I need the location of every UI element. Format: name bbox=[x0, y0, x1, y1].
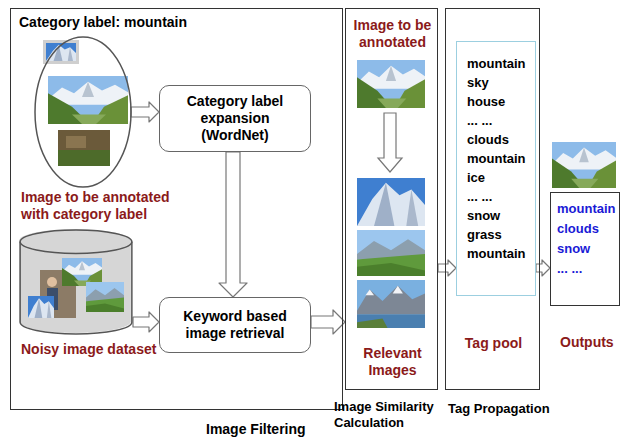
output-tag: snow bbox=[557, 239, 615, 259]
ellipse-outline bbox=[35, 37, 131, 187]
query-photo bbox=[357, 60, 425, 108]
stage-title: Image Filtering bbox=[206, 421, 356, 438]
tag-word: mountain bbox=[467, 149, 529, 168]
tag-word: mountain bbox=[467, 244, 529, 263]
output-tag: clouds bbox=[557, 219, 615, 239]
tag-word: grass bbox=[467, 225, 529, 244]
hollow-arrow bbox=[536, 260, 550, 276]
query-image-ellipse: Image to be annotated with category labe… bbox=[35, 37, 131, 187]
process-box: Keyword based image retrieval bbox=[159, 297, 311, 353]
cylinder-fill bbox=[19, 229, 131, 333]
hollow-arrow bbox=[311, 310, 345, 334]
hollow-arrow bbox=[131, 102, 159, 122]
output-tag: mountain bbox=[557, 199, 615, 219]
photo-grass bbox=[58, 150, 110, 166]
relevant-photo bbox=[357, 280, 425, 328]
hollow-arrow bbox=[438, 260, 456, 276]
process-text: Category label expansion (WordNet) bbox=[168, 93, 302, 143]
process-text: Keyword based image retrieval bbox=[168, 308, 302, 342]
image-caption: Relevant Images bbox=[349, 345, 436, 379]
tag-word: sky bbox=[467, 73, 529, 92]
tag-word: snow bbox=[467, 206, 529, 225]
stage-title: Image Similarity Calculation bbox=[334, 399, 452, 430]
relevant-photo bbox=[357, 230, 425, 276]
stage-panel: Tag poolTag Propagationmountainskyhouse.… bbox=[445, 8, 540, 390]
cylinder-border bbox=[20, 230, 132, 334]
database-caption: Noisy image dataset bbox=[21, 341, 181, 358]
output-tag: ... ... bbox=[557, 259, 615, 279]
process-box: Category label expansion (WordNet) bbox=[159, 85, 311, 152]
output-caption: Outputs bbox=[560, 334, 627, 351]
output-photo bbox=[552, 142, 616, 188]
stage-title: Tag Propagation bbox=[448, 401, 598, 417]
photo-thumbnail bbox=[58, 130, 110, 166]
tag-word: house bbox=[467, 92, 529, 111]
cylinder-outline bbox=[19, 229, 133, 335]
person-head bbox=[47, 277, 57, 287]
stage-panel: Image to be annotatedRelevant ImagesImag… bbox=[345, 8, 438, 390]
photo-detail bbox=[66, 136, 86, 148]
dataset-photo bbox=[62, 258, 102, 286]
hollow-arrow bbox=[133, 312, 159, 332]
image-caption: Image to be annotated with category labe… bbox=[21, 189, 191, 223]
dataset-photo bbox=[28, 296, 54, 318]
tag-word: mountain bbox=[467, 54, 529, 73]
dataset-photo bbox=[86, 282, 124, 312]
pool-caption: Tag pool bbox=[446, 335, 541, 352]
stage-panel: Category label: mountainImage FilteringI… bbox=[10, 8, 343, 410]
database-cylinder: Noisy image dataset bbox=[19, 229, 133, 335]
tag-word: clouds bbox=[467, 130, 529, 149]
tag-word: ... ... bbox=[467, 187, 529, 206]
query-photo bbox=[48, 76, 128, 124]
tag-word: ice bbox=[467, 168, 529, 187]
hollow-arrow bbox=[219, 152, 247, 297]
relevant-photo bbox=[357, 178, 425, 226]
tag-word: ... ... bbox=[467, 111, 529, 130]
category-label: Category label: mountain bbox=[19, 14, 279, 31]
image-caption: Image to be annotated bbox=[349, 17, 436, 51]
tag-pool-box: mountainskyhouse... ...cloudsmountainice… bbox=[456, 41, 536, 296]
cylinder-border bbox=[20, 242, 132, 254]
output-tags-box: mountaincloudssnow... ... bbox=[550, 192, 620, 306]
hollow-arrow bbox=[378, 113, 402, 172]
ellipse-border bbox=[35, 37, 131, 187]
